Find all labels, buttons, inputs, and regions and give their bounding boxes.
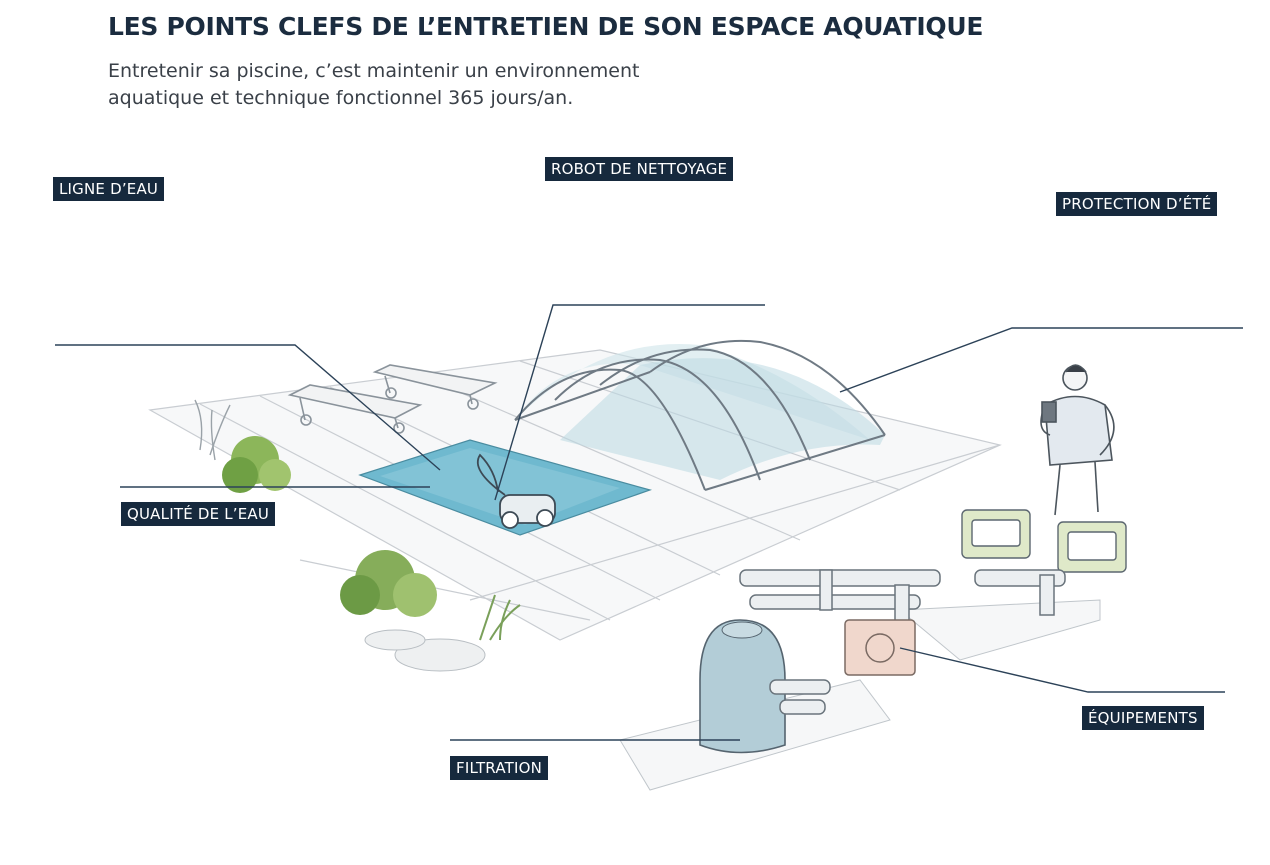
sun-loungers bbox=[287, 364, 498, 434]
leader-line-protection bbox=[839, 327, 1243, 393]
leader-line-equipements bbox=[899, 647, 1225, 693]
leader-line-ligne-eau bbox=[55, 344, 441, 471]
page-title: LES POINTS CLEFS DE L’ENTRETIEN DE SON E… bbox=[108, 12, 984, 41]
cleaning-robot bbox=[476, 453, 556, 529]
label-filtration: FILTRATION bbox=[450, 756, 549, 780]
leader-lines bbox=[55, 304, 1243, 741]
label-qualite-eau: QUALITÉ DE L’EAU bbox=[121, 502, 276, 526]
label-ligne-eau: LIGNE D’EAU bbox=[53, 177, 165, 201]
label-protection-ete: PROTECTION D’ÉTÉ bbox=[1056, 192, 1218, 216]
label-robot-nettoyage: ROBOT DE NETTOYAGE bbox=[545, 157, 734, 181]
subtitle-line-2: aquatique et technique fonctionnel 365 j… bbox=[108, 87, 574, 109]
label-equipements: ÉQUIPEMENTS bbox=[1082, 706, 1204, 730]
page-subtitle: Entretenir sa piscine, c’est maintenir u… bbox=[108, 58, 639, 112]
subtitle-line-1: Entretenir sa piscine, c’est maintenir u… bbox=[108, 60, 640, 82]
pool-shelter bbox=[514, 339, 886, 491]
technical-equipment bbox=[619, 569, 1101, 791]
control-boxes bbox=[961, 509, 1127, 573]
leader-line-robot bbox=[494, 304, 765, 501]
plants bbox=[194, 399, 521, 672]
technician-figure bbox=[1040, 364, 1115, 516]
